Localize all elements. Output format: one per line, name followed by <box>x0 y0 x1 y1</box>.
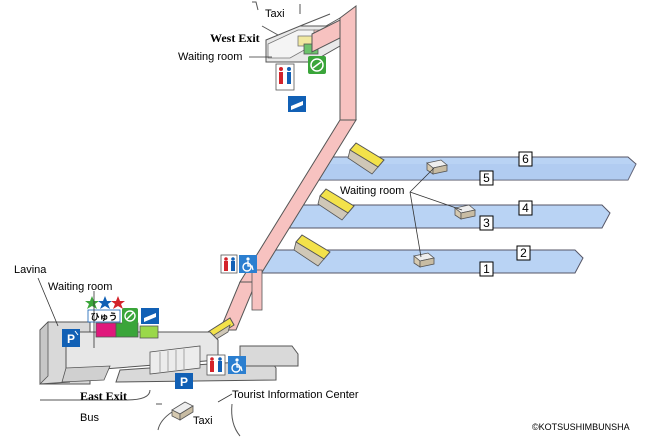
taxi-top-label: Taxi <box>265 8 285 20</box>
leader-line <box>409 191 463 211</box>
tourist-info-label: Tourist Information Center <box>232 389 359 401</box>
west-exit-label: West Exit <box>210 31 260 45</box>
leader-line <box>409 191 422 258</box>
svg-text:ひゅう: ひゅう <box>90 312 117 322</box>
bus-area <box>40 389 151 401</box>
platform-waiting-room <box>454 204 476 220</box>
svg-text:P: P <box>180 375 188 389</box>
wheelchair-icon <box>228 356 246 374</box>
toilet-icon <box>206 354 226 376</box>
svg-text:5: 5 <box>483 171 490 185</box>
waiting-room-west-label: Waiting room <box>178 51 242 63</box>
svg-text:3: 3 <box>483 216 490 230</box>
parking-icon: P <box>175 373 193 389</box>
platform-waiting-room <box>426 159 448 175</box>
platform-waiting-room <box>413 252 435 268</box>
taxi-bottom-stand <box>156 401 241 437</box>
leader-line <box>409 167 435 193</box>
ticket-icon <box>141 308 159 324</box>
green-window-icon <box>122 308 138 324</box>
east-exit-label: East Exit <box>80 389 127 403</box>
escalator-icon <box>347 142 385 175</box>
platform-number-6: 6 <box>518 151 533 167</box>
bridge <box>219 5 357 331</box>
svg-text:1: 1 <box>483 262 490 276</box>
wheelchair-icon <box>239 255 257 273</box>
escalator-icon <box>293 234 331 267</box>
taxi-top-road <box>252 1 259 11</box>
platform-number-2: 2 <box>516 245 531 261</box>
lavina-label: Lavina <box>14 264 47 276</box>
waiting-room-platform-label: Waiting room <box>340 185 404 197</box>
svg-text:P: P <box>67 332 75 346</box>
bus-label: Bus <box>80 412 99 424</box>
leader-line <box>37 277 59 327</box>
shop-icon: ひゅう <box>87 309 121 323</box>
leader-line <box>217 393 233 403</box>
platform-number-3: 3 <box>479 215 494 231</box>
platform-5-6 <box>309 156 637 181</box>
ticket-icon <box>288 96 306 112</box>
toilet-icon <box>220 254 238 274</box>
svg-text:4: 4 <box>522 201 529 215</box>
toilet-icon <box>275 63 295 91</box>
escalator-icon <box>317 188 355 221</box>
svg-text:2: 2 <box>520 246 527 260</box>
platform-number-4: 4 <box>518 200 533 216</box>
credit: ©KOTSUSHIMBUNSHA <box>532 422 630 432</box>
waiting-room-east-label: Waiting room <box>48 281 112 293</box>
svg-text:6: 6 <box>522 152 529 166</box>
green-window-icon <box>308 56 326 74</box>
platform-number-1: 1 <box>479 261 494 277</box>
taxi-bottom-label: Taxi <box>193 415 213 427</box>
stars-icon <box>85 296 125 309</box>
parking-icon: P <box>62 329 80 347</box>
platform-number-5: 5 <box>479 170 494 186</box>
east-concourse <box>39 269 299 385</box>
